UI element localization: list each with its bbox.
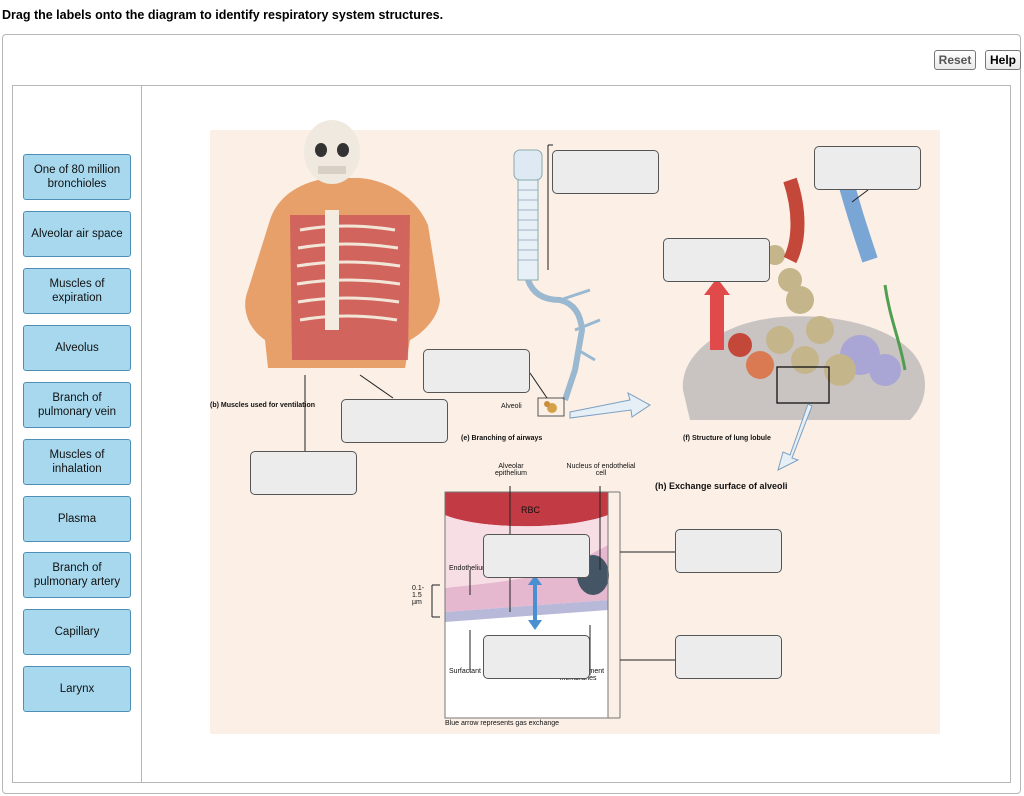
drop-target-5[interactable] xyxy=(341,399,448,443)
label-chip-alveolus[interactable]: Alveolus xyxy=(23,325,131,371)
airway-illustration xyxy=(513,144,651,419)
lung-lobule-illustration xyxy=(682,158,925,471)
drop-target-10[interactable] xyxy=(675,635,782,679)
caption-lung-lobule: (f) Structure of lung lobule xyxy=(683,435,771,442)
drop-target-6[interactable] xyxy=(250,451,357,495)
help-button[interactable]: Help xyxy=(985,50,1021,70)
alveoli-label: Alveoli xyxy=(501,403,522,410)
drop-target-9[interactable] xyxy=(483,635,590,679)
label-chip-muscles-inhalation[interactable]: Muscles of inhalation xyxy=(23,439,131,485)
exchange-surface-illustration xyxy=(431,486,676,719)
scale-label: 0.1- 1.5 µm xyxy=(412,585,425,606)
caption-muscles-ventilation: (b) Muscles used for ventilation xyxy=(210,402,316,409)
drop-target-2[interactable] xyxy=(814,146,921,190)
label-chip-capillary[interactable]: Capillary xyxy=(23,609,131,655)
drop-target-1[interactable] xyxy=(552,150,659,194)
label-chip-larynx[interactable]: Larynx xyxy=(23,666,131,712)
drop-target-3[interactable] xyxy=(663,238,770,282)
reset-button[interactable]: Reset xyxy=(934,50,976,70)
label-chip-alveolar-air-space[interactable]: Alveolar air space xyxy=(23,211,131,257)
labels-panel xyxy=(12,85,142,783)
drop-target-7[interactable] xyxy=(483,534,590,578)
drop-target-8[interactable] xyxy=(675,529,782,573)
label-chip-pulmonary-vein[interactable]: Branch of pulmonary vein xyxy=(23,382,131,428)
torso-illustration xyxy=(245,120,440,452)
workspace xyxy=(12,85,1011,783)
alveolar-epithelium-label: Alveolar epithelium xyxy=(495,463,527,477)
caption-exchange-surface: (h) Exchange surface of alveoli xyxy=(655,481,788,491)
nucleus-endothelial-label: Nucleus of endothelial cell xyxy=(566,463,636,477)
caption-branching-airways: (e) Branching of airways xyxy=(461,435,543,442)
rbc-label: RBC xyxy=(521,505,541,515)
label-chip-bronchioles[interactable]: One of 80 million bronchioles xyxy=(23,154,131,200)
endothelium-label: Endothelium xyxy=(449,565,488,572)
instruction-text: Drag the labels onto the diagram to iden… xyxy=(2,8,444,22)
label-chip-plasma[interactable]: Plasma xyxy=(23,496,131,542)
gas-exchange-note: Blue arrow represents gas exchange xyxy=(445,720,560,727)
drop-target-4[interactable] xyxy=(423,349,530,393)
activity-frame xyxy=(2,34,1021,794)
label-chip-pulmonary-artery[interactable]: Branch of pulmonary artery xyxy=(23,552,131,598)
surfactant-label: Surfactant xyxy=(449,668,481,675)
label-chip-muscles-expiration[interactable]: Muscles of expiration xyxy=(23,268,131,314)
